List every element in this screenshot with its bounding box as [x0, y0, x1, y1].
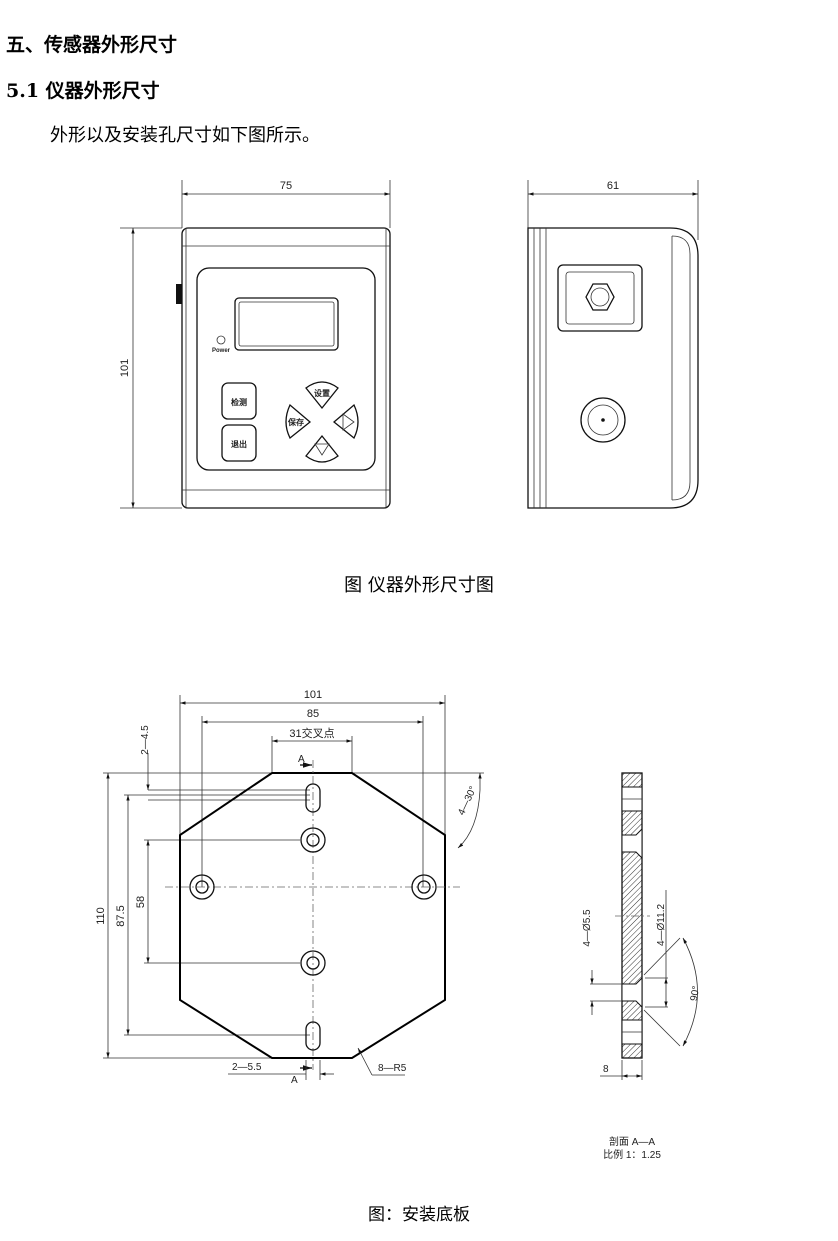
intro-text: 外形以及安装孔尺寸如下图所示。: [50, 125, 320, 146]
figure1-caption: 图 仪器外形尺寸图: [344, 575, 494, 596]
svg-text:2—5.5: 2—5.5: [232, 1062, 262, 1073]
scale-label: 比例 1：1.25: [603, 1148, 661, 1161]
dim-depth: 61: [607, 180, 619, 192]
subsection-heading: 5.1 仪器外形尺寸: [6, 80, 160, 102]
section-label: 剖面 A—A: [609, 1135, 655, 1148]
svg-text:2—4.5: 2—4.5: [140, 725, 151, 755]
svg-text:A: A: [291, 1075, 298, 1086]
svg-text:101: 101: [304, 689, 322, 701]
side-view: 61: [527, 180, 699, 509]
detect-button: [221, 382, 257, 420]
figure2-caption: 图：安装底板: [368, 1205, 470, 1225]
down-button: [305, 434, 339, 463]
svg-text:4—30°: 4—30°: [456, 785, 479, 817]
svg-text:检测: 检测: [231, 397, 247, 407]
mounting-plate: 101 85 31交叉点 2—4.5 110 87.5 58 4—30° A: [95, 689, 484, 1086]
svg-text:4—Ø11.2: 4—Ø11.2: [656, 904, 667, 946]
svg-text:90°: 90°: [689, 985, 702, 1002]
svg-text:31交叉点: 31交叉点: [289, 726, 334, 740]
svg-text:58: 58: [135, 896, 147, 908]
left-button: [285, 403, 312, 440]
svg-text:85: 85: [307, 708, 319, 720]
svg-text:8: 8: [603, 1064, 609, 1075]
front-view: 75 101 Power 检测 退出 设置 保存: [119, 180, 391, 509]
svg-text:8—R5: 8—R5: [378, 1063, 407, 1074]
right-button: [332, 403, 359, 440]
section-heading: 五、传感器外形尺寸: [6, 34, 178, 56]
power-label: Power: [212, 348, 231, 354]
svg-text:4—Ø5.5: 4—Ø5.5: [582, 909, 593, 947]
up-button: [305, 381, 339, 410]
exit-button: [221, 424, 257, 462]
svg-text:110: 110: [95, 907, 107, 925]
section-view: 4—Ø5.5 4—Ø11.2 90° 8 剖面 A—A 比例 1：1.25: [582, 772, 702, 1161]
svg-text:退出: 退出: [231, 439, 247, 449]
dim-height: 101: [119, 359, 131, 377]
dim-width: 75: [280, 180, 292, 192]
svg-text:保存: 保存: [287, 417, 304, 427]
svg-text:A: A: [298, 754, 305, 765]
svg-text:87.5: 87.5: [115, 905, 127, 926]
svg-text:设置: 设置: [314, 388, 330, 398]
